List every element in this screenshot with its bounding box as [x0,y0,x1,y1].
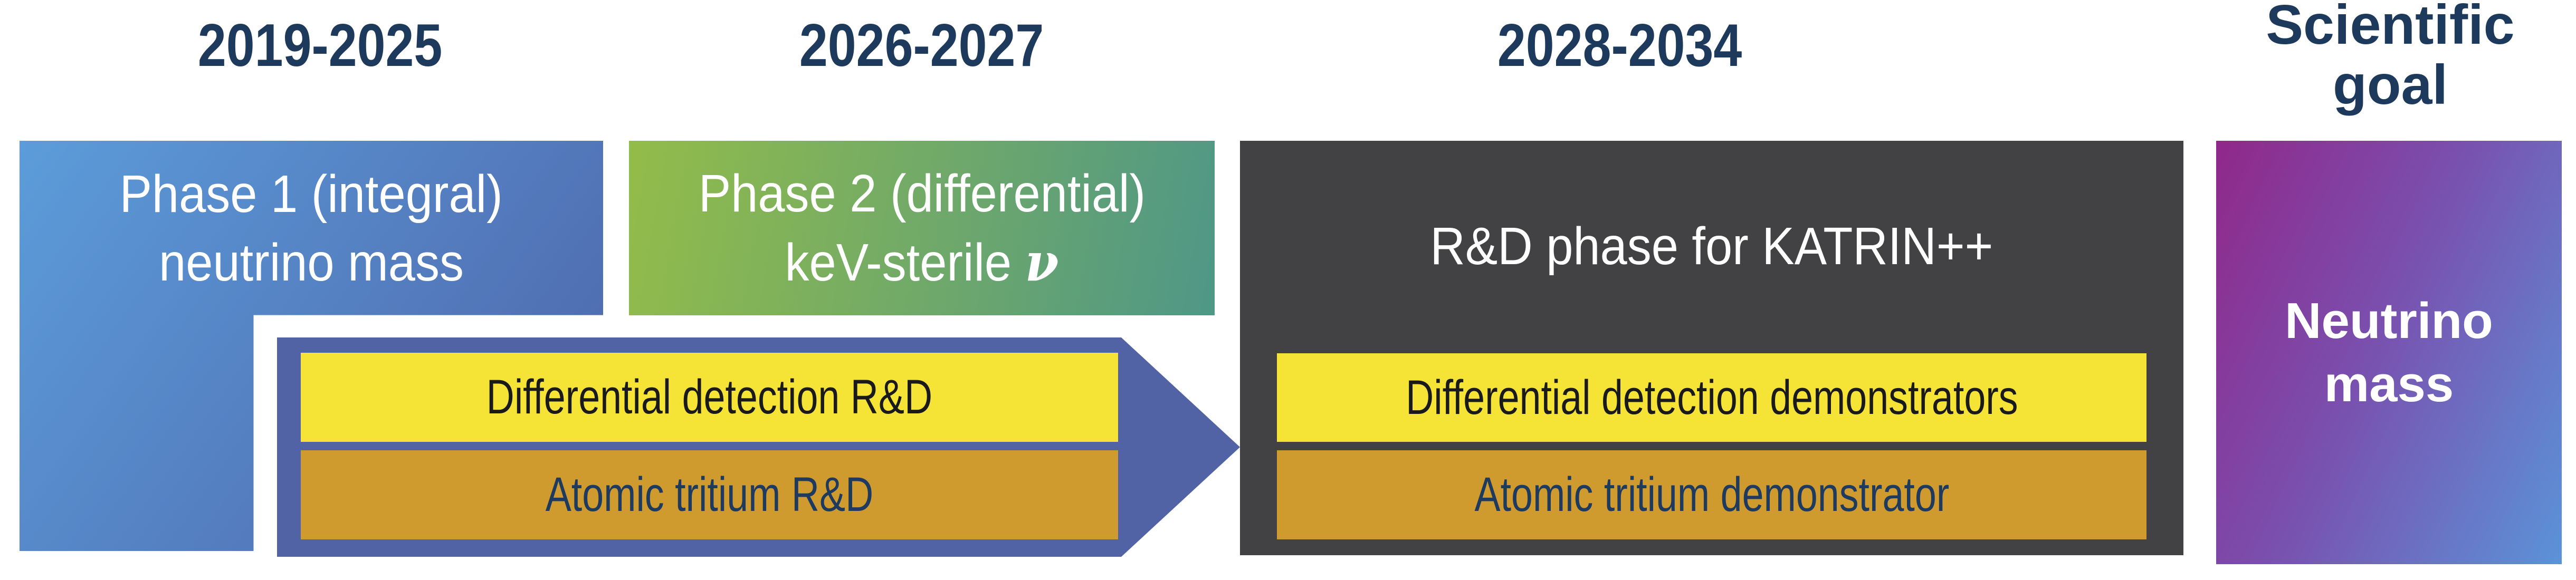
atomic-tritium-demonstrator-label: Atomic tritium demonstrator [1474,468,1949,521]
phase1-label-line1: Phase 1 (integral) [119,164,503,224]
scientific-goal-box: Neutrino mass [2216,141,2562,564]
differential-detection-rd-bar: Differential detection R&D [301,353,1118,442]
goal-label-line2: mass [2324,355,2454,412]
phase1-label: Phase 1 (integral) neutrino mass [20,141,603,315]
scientific-goal-header: Scientific goal [2266,0,2515,117]
katrin-rd-phase-title: R&D phase for KATRIN++ [1240,141,2183,352]
timeline-header-2019-2025: 2019-2025 [20,16,621,76]
goal-label-line1: Neutrino [2285,292,2493,349]
timeline-header-2028-2034-text: 2028-2034 [1497,12,1742,79]
atomic-tritium-rd-label: Atomic tritium R&D [545,468,874,521]
phase1-label-line2: neutrino mass [159,233,464,292]
timeline-header-2028-2034: 2028-2034 [1240,16,2000,76]
timeline-header-2026-2027-text: 2026-2027 [799,12,1044,79]
phase2-label-line1: Phase 2 (differential) [698,164,1146,223]
nu-symbol: ν [1025,231,1059,293]
differential-detection-rd-label: Differential detection R&D [486,370,933,424]
atomic-tritium-demonstrator-bar: Atomic tritium demonstrator [1277,450,2146,539]
phase2-kev-sterile-text: keV-sterile [785,233,1025,292]
timeline-header-2019-2025-text: 2019-2025 [198,12,443,79]
atomic-tritium-rd-bar: Atomic tritium R&D [301,450,1118,539]
katrin-rd-phase-title-text: R&D phase for KATRIN++ [1430,216,1993,276]
phase2-box: Phase 2 (differential) keV-sterile ν [629,141,1215,315]
differential-detection-demonstrators-bar: Differential detection demonstrators [1277,353,2146,442]
differential-detection-demonstrators-label: Differential detection demonstrators [1405,370,2018,424]
phase2-label-line2: keV-sterile ν [785,228,1059,297]
timeline-header-2026-2027: 2026-2027 [629,16,1215,76]
